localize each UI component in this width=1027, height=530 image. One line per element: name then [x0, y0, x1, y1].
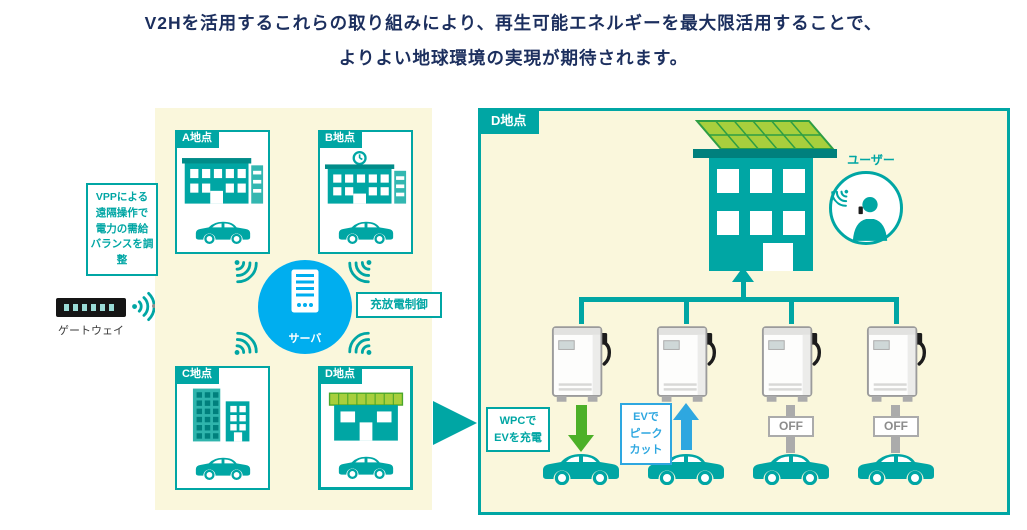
solar-house-icon [667, 119, 843, 271]
title-line-1: V2Hを活用するこれらの取り組みにより、再生可能エネルギーを最大限活用することで… [144, 13, 883, 33]
site-a-label: A地点 [175, 130, 219, 148]
wifi-icon [344, 249, 383, 288]
v2h-station-icon [865, 323, 927, 403]
charge-discharge-control-label: 充放電制御 [356, 292, 442, 318]
car-icon [193, 218, 253, 244]
site-a-box: A地点 [175, 130, 270, 254]
car-icon [193, 454, 253, 480]
site-d-box: D地点 [318, 366, 413, 490]
person-icon [849, 195, 891, 241]
gateway-device [56, 298, 126, 317]
gateway-ports [64, 304, 118, 311]
server-label: サーバ [288, 333, 322, 345]
power-line-stub [789, 300, 794, 324]
building-clock-icon [325, 150, 407, 208]
house-feed-arrowhead [732, 267, 754, 282]
title-line-2: よりよい地球環境の実現が期待されます。 [338, 48, 689, 68]
car-icon [854, 449, 938, 485]
site-d-label: D地点 [318, 366, 362, 384]
off-badge: OFF [768, 416, 814, 437]
car-icon [539, 449, 623, 485]
v2h-station-icon [655, 323, 717, 403]
building-icon [182, 150, 264, 208]
ev-peak-cut-note: EVで ピーク カット [620, 403, 672, 465]
charge-arrowhead [568, 435, 594, 452]
site-c-box: C地点 [175, 366, 270, 490]
wifi-icon [224, 327, 263, 366]
server-node: サーバ [258, 260, 352, 354]
charge-arrow [576, 405, 587, 435]
wifi-icon [224, 249, 263, 288]
power-line-horizontal [579, 297, 899, 302]
discharge-arrowhead [673, 403, 699, 420]
power-line-stub [579, 300, 584, 324]
car-icon [336, 453, 396, 479]
vpp-network-panel: A地点 B地点 C地点 D地点 [155, 108, 442, 510]
vpp-remote-control-note: VPPによる 遠隔操作で 電力の需給 バランスを調整 [86, 183, 158, 276]
page-title: V2Hを活用するこれらの取り組みにより、再生可能エネルギーを最大限活用することで… [0, 10, 1027, 80]
site-c-label: C地点 [175, 366, 219, 384]
site-b-box: B地点 [318, 130, 413, 254]
discharge-arrow [681, 420, 692, 450]
house-feed-line [741, 281, 746, 299]
power-line-stub [894, 300, 899, 324]
gateway-label: ゲートウェイ [58, 325, 124, 337]
solar-shop-icon [325, 387, 407, 445]
v2h-station-icon [550, 323, 612, 403]
detail-zoom-arrow [433, 401, 477, 445]
car-icon [749, 449, 833, 485]
v2h-station-icon [760, 323, 822, 403]
d-site-panel-label: D地点 [478, 108, 540, 134]
off-badge: OFF [873, 416, 919, 437]
site-b-label: B地点 [318, 130, 362, 148]
server-icon [291, 269, 319, 313]
car-icon [336, 218, 396, 244]
user-label: ユーザー [847, 153, 895, 167]
power-line-stub [684, 300, 689, 324]
office-towers-icon [182, 386, 264, 444]
wpc-charge-note: WPCで EVを充電 [486, 407, 550, 452]
d-site-detail-panel: D地点 ユーザー OFF OFF WPCで EVを充電 EVで ピーク カット [478, 108, 1010, 515]
user-avatar [829, 171, 903, 245]
